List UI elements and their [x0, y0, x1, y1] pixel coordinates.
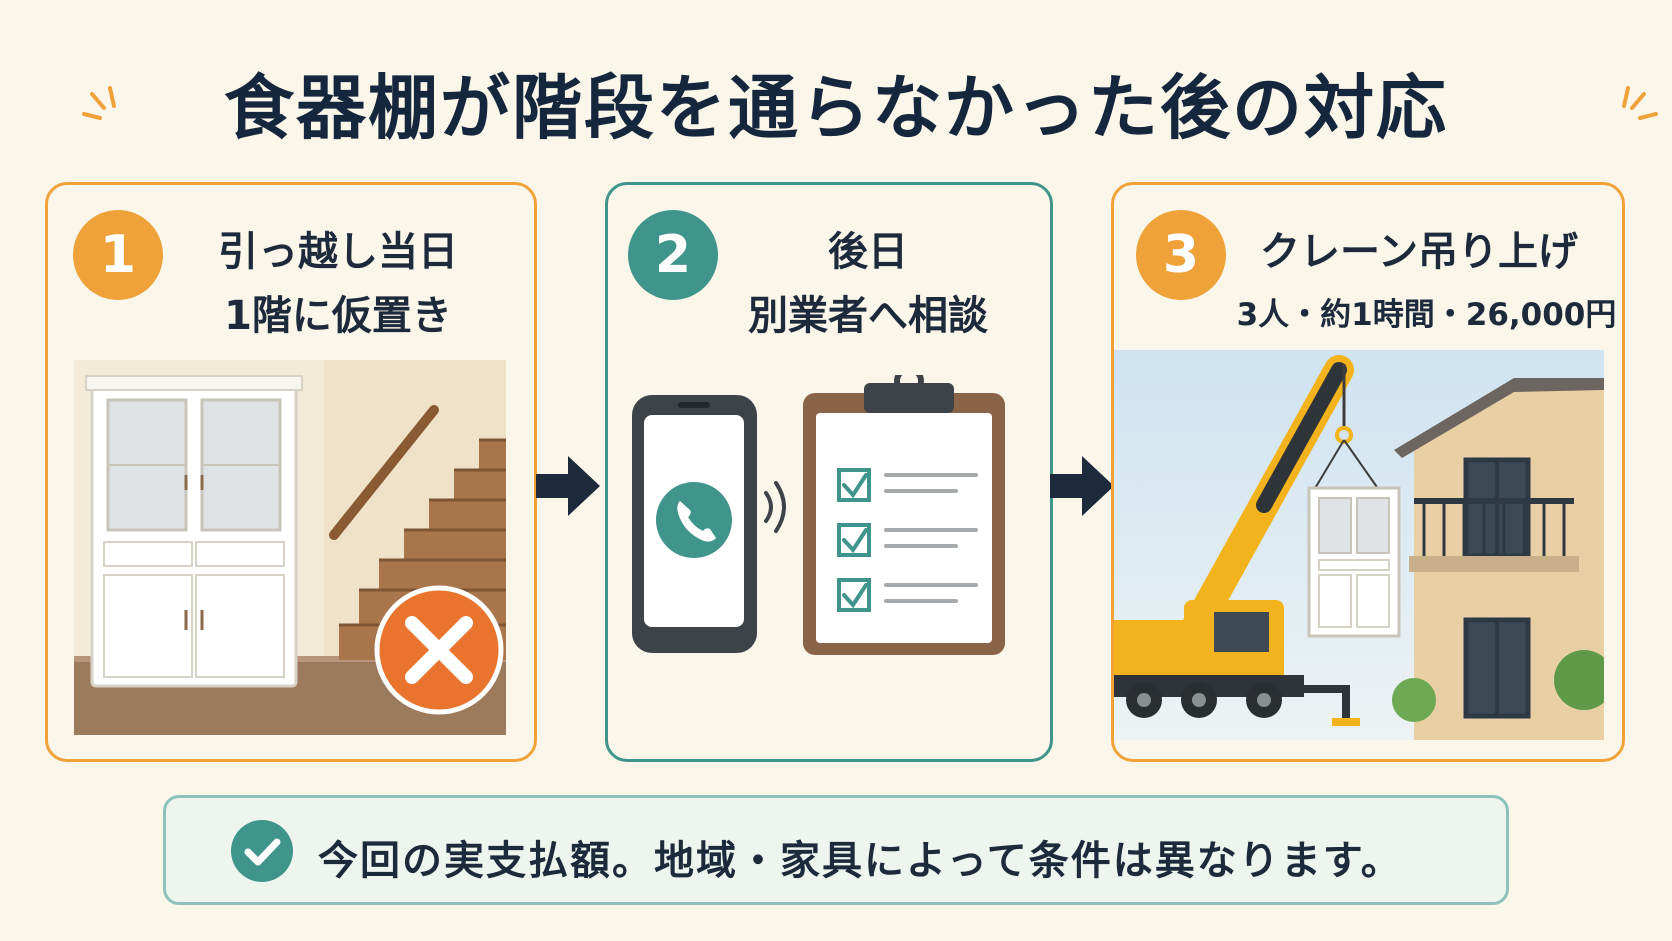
arrow-right-icon [536, 456, 600, 516]
step-2-title: 後日 [828, 229, 908, 275]
check-circle-icon [231, 820, 293, 882]
spark-left-icon [82, 86, 116, 120]
step-2-illustration [632, 375, 1005, 655]
step-3-illustration [1114, 350, 1604, 740]
step-2-number-badge: 2 [628, 210, 718, 300]
spark-right-icon [1622, 86, 1658, 120]
cross-icon [374, 585, 504, 715]
crane-truck-icon [1114, 355, 1401, 726]
step-1-title: 引っ越し当日 [218, 229, 458, 275]
note-banner: 今回の実支払額。地域・家具によって条件は異なります。 [163, 795, 1509, 905]
step-3-subtitle: 3人・約1時間・26,000円 [1236, 297, 1617, 333]
phone-call-icon [656, 481, 786, 558]
step-3-card: 3 クレーン吊り上げ 3人・約1時間・26,000円 [1111, 182, 1625, 762]
step-3-title: クレーン吊り上げ [1260, 229, 1578, 275]
clipboard-checklist-icon [803, 375, 1005, 655]
step-3-number-badge: 3 [1136, 210, 1226, 300]
step-2-subtitle: 別業者へ相談 [748, 293, 988, 339]
house-icon [1394, 378, 1604, 740]
step-2-card: 2 後日 別業者へ相談 [605, 182, 1053, 762]
arrow-right-icon [1050, 456, 1114, 516]
page-title: 食器棚が階段を通らなかった後の対応 [224, 67, 1448, 149]
note-text: 今回の実支払額。地域・家具によって条件は異なります。 [318, 838, 1403, 884]
step-1-subtitle: 1階に仮置き [224, 293, 452, 339]
step-1-illustration [74, 360, 506, 735]
cupboard-icon [85, 375, 303, 688]
step-1-card: 1 引っ越し当日 1階に仮置き [45, 182, 537, 762]
step-1-number-badge: 1 [73, 210, 163, 300]
